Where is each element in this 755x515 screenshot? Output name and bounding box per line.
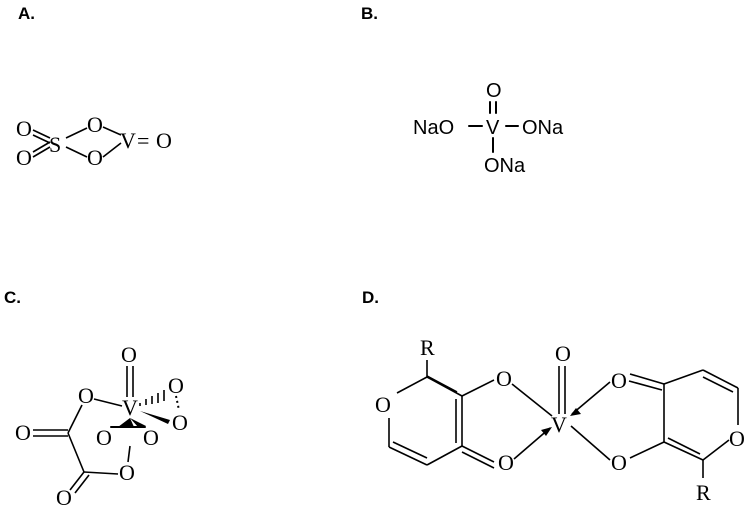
bond-v-ophenol-right — [570, 425, 611, 461]
bond-oleft-c1 — [67, 404, 83, 434]
bond-s-o4-a — [65, 146, 88, 158]
solid-wedge-c — [140, 411, 170, 424]
atom-o-c-bottom-left: O — [96, 425, 112, 450]
atom-o-d-phenol-left: O — [496, 366, 512, 391]
atom-o-d-ring-left: O — [375, 392, 391, 417]
bond-c3-c2b-left — [426, 375, 458, 393]
bond-c2-o-carbonyl2b — [74, 474, 90, 494]
atom-v-d: V — [551, 412, 567, 437]
panel-d-label: D. — [362, 288, 379, 307]
bond-double-v-o-a: = — [137, 128, 149, 153]
bond-ophenol-c3-right — [629, 441, 665, 459]
bond-obridge-obr — [127, 445, 131, 463]
panel-a-label: A. — [18, 4, 35, 23]
bond-o3-v-a — [102, 126, 122, 136]
atom-o-c-peroxo2: O — [172, 410, 188, 435]
atom-o-a3: O — [87, 112, 103, 137]
bond-c2-o1-left — [396, 376, 428, 394]
bond-ophenol-v-left — [511, 383, 553, 417]
bond-c5-c6b-right — [702, 376, 734, 393]
bond-s-o1-a — [32, 129, 51, 139]
atom-s-a: S — [49, 132, 61, 157]
panel-c: C. O V O O O O O O O O — [4, 288, 188, 510]
atom-o-c-bridge: O — [119, 460, 135, 485]
hashed-wedge-c — [139, 390, 165, 406]
wedge-v-obottomright-c — [130, 418, 146, 427]
bond-oketo-c4-right-a — [629, 373, 665, 385]
atom-o-b-top: O — [486, 80, 502, 102]
atom-nao-b: NaO — [413, 117, 454, 139]
atom-o-c-bottom-right: O — [143, 425, 159, 450]
bond-c4-oketo-left-b — [461, 451, 495, 469]
bond-oleft-v-c — [93, 398, 123, 407]
bond-c4-c5-right — [663, 369, 704, 385]
atom-o-c-top: O — [121, 342, 137, 367]
bond-c3-ophenol-left — [461, 379, 495, 397]
bond-s-o2b-a — [32, 141, 51, 153]
panel-b: B. O V NaO ONa ONa — [361, 4, 564, 177]
atom-r-d-right: R — [696, 480, 711, 505]
atom-r-d-left: R — [420, 335, 435, 360]
panel-a: A. O O S O O V = O — [16, 4, 172, 170]
bond-c2-obridge — [83, 471, 119, 475]
atom-o-c-carbonyl2: O — [56, 485, 72, 510]
bond-c3-c2-left — [426, 376, 463, 397]
atom-ona-bottom-b: ONa — [484, 155, 526, 177]
panel-c-label: C. — [4, 288, 21, 307]
atom-o-d-phenol-right: O — [611, 450, 627, 475]
bond-c6-c5-left — [388, 446, 428, 466]
bond-c5-c6-right — [702, 369, 739, 389]
panel-d: D. R O O O O V O O — [362, 288, 745, 505]
wedge-v-obottomleft-c — [118, 418, 134, 427]
bond-oketo-c4-right-b — [628, 380, 663, 391]
atom-ona-right-b: ONa — [522, 117, 564, 139]
bond-c6-c5b-left — [392, 441, 428, 459]
bond-c1-c2 — [67, 432, 85, 473]
atom-o-c-carbonyl1: O — [15, 420, 31, 445]
atom-o-d-keto-right: O — [611, 368, 627, 393]
atom-o-d-keto-left: O — [498, 450, 514, 475]
bond-c5-c4-left — [426, 445, 463, 466]
atom-o-a4: O — [87, 145, 103, 170]
bond-c2-o-carbonyl2a — [69, 471, 85, 491]
atom-o-d-top: O — [555, 341, 571, 366]
bond-s-o3-a — [65, 127, 88, 139]
arrow-oketo-v-left — [541, 427, 552, 436]
panel-b-label: B. — [361, 4, 378, 23]
atom-o-d-ring-right: O — [729, 426, 745, 451]
bond-o4-v-a — [102, 142, 122, 158]
bond-c2-c3b-right — [667, 437, 701, 455]
atom-o-c-left: O — [78, 383, 94, 408]
atom-v-a: V — [120, 128, 136, 153]
arrow-oketo-v-right — [570, 408, 581, 416]
bond-c4-oketo-left-a — [461, 445, 495, 463]
atom-o-c-peroxo1: O — [168, 373, 184, 398]
atom-o-a2: O — [16, 145, 32, 170]
bond-peroxo-c — [175, 395, 180, 411]
atom-o-a1: O — [16, 116, 32, 141]
bond-o1-c2-right — [702, 439, 730, 461]
atom-v-b: V — [486, 117, 500, 139]
bond-s-o1b-a — [32, 134, 51, 144]
atom-o-a5: O — [156, 128, 172, 153]
bond-c2-c3-right — [663, 441, 704, 461]
bond-oketo-v-right — [571, 381, 611, 415]
atom-v-c: V — [122, 395, 138, 420]
bond-s-o2-a — [32, 146, 51, 158]
